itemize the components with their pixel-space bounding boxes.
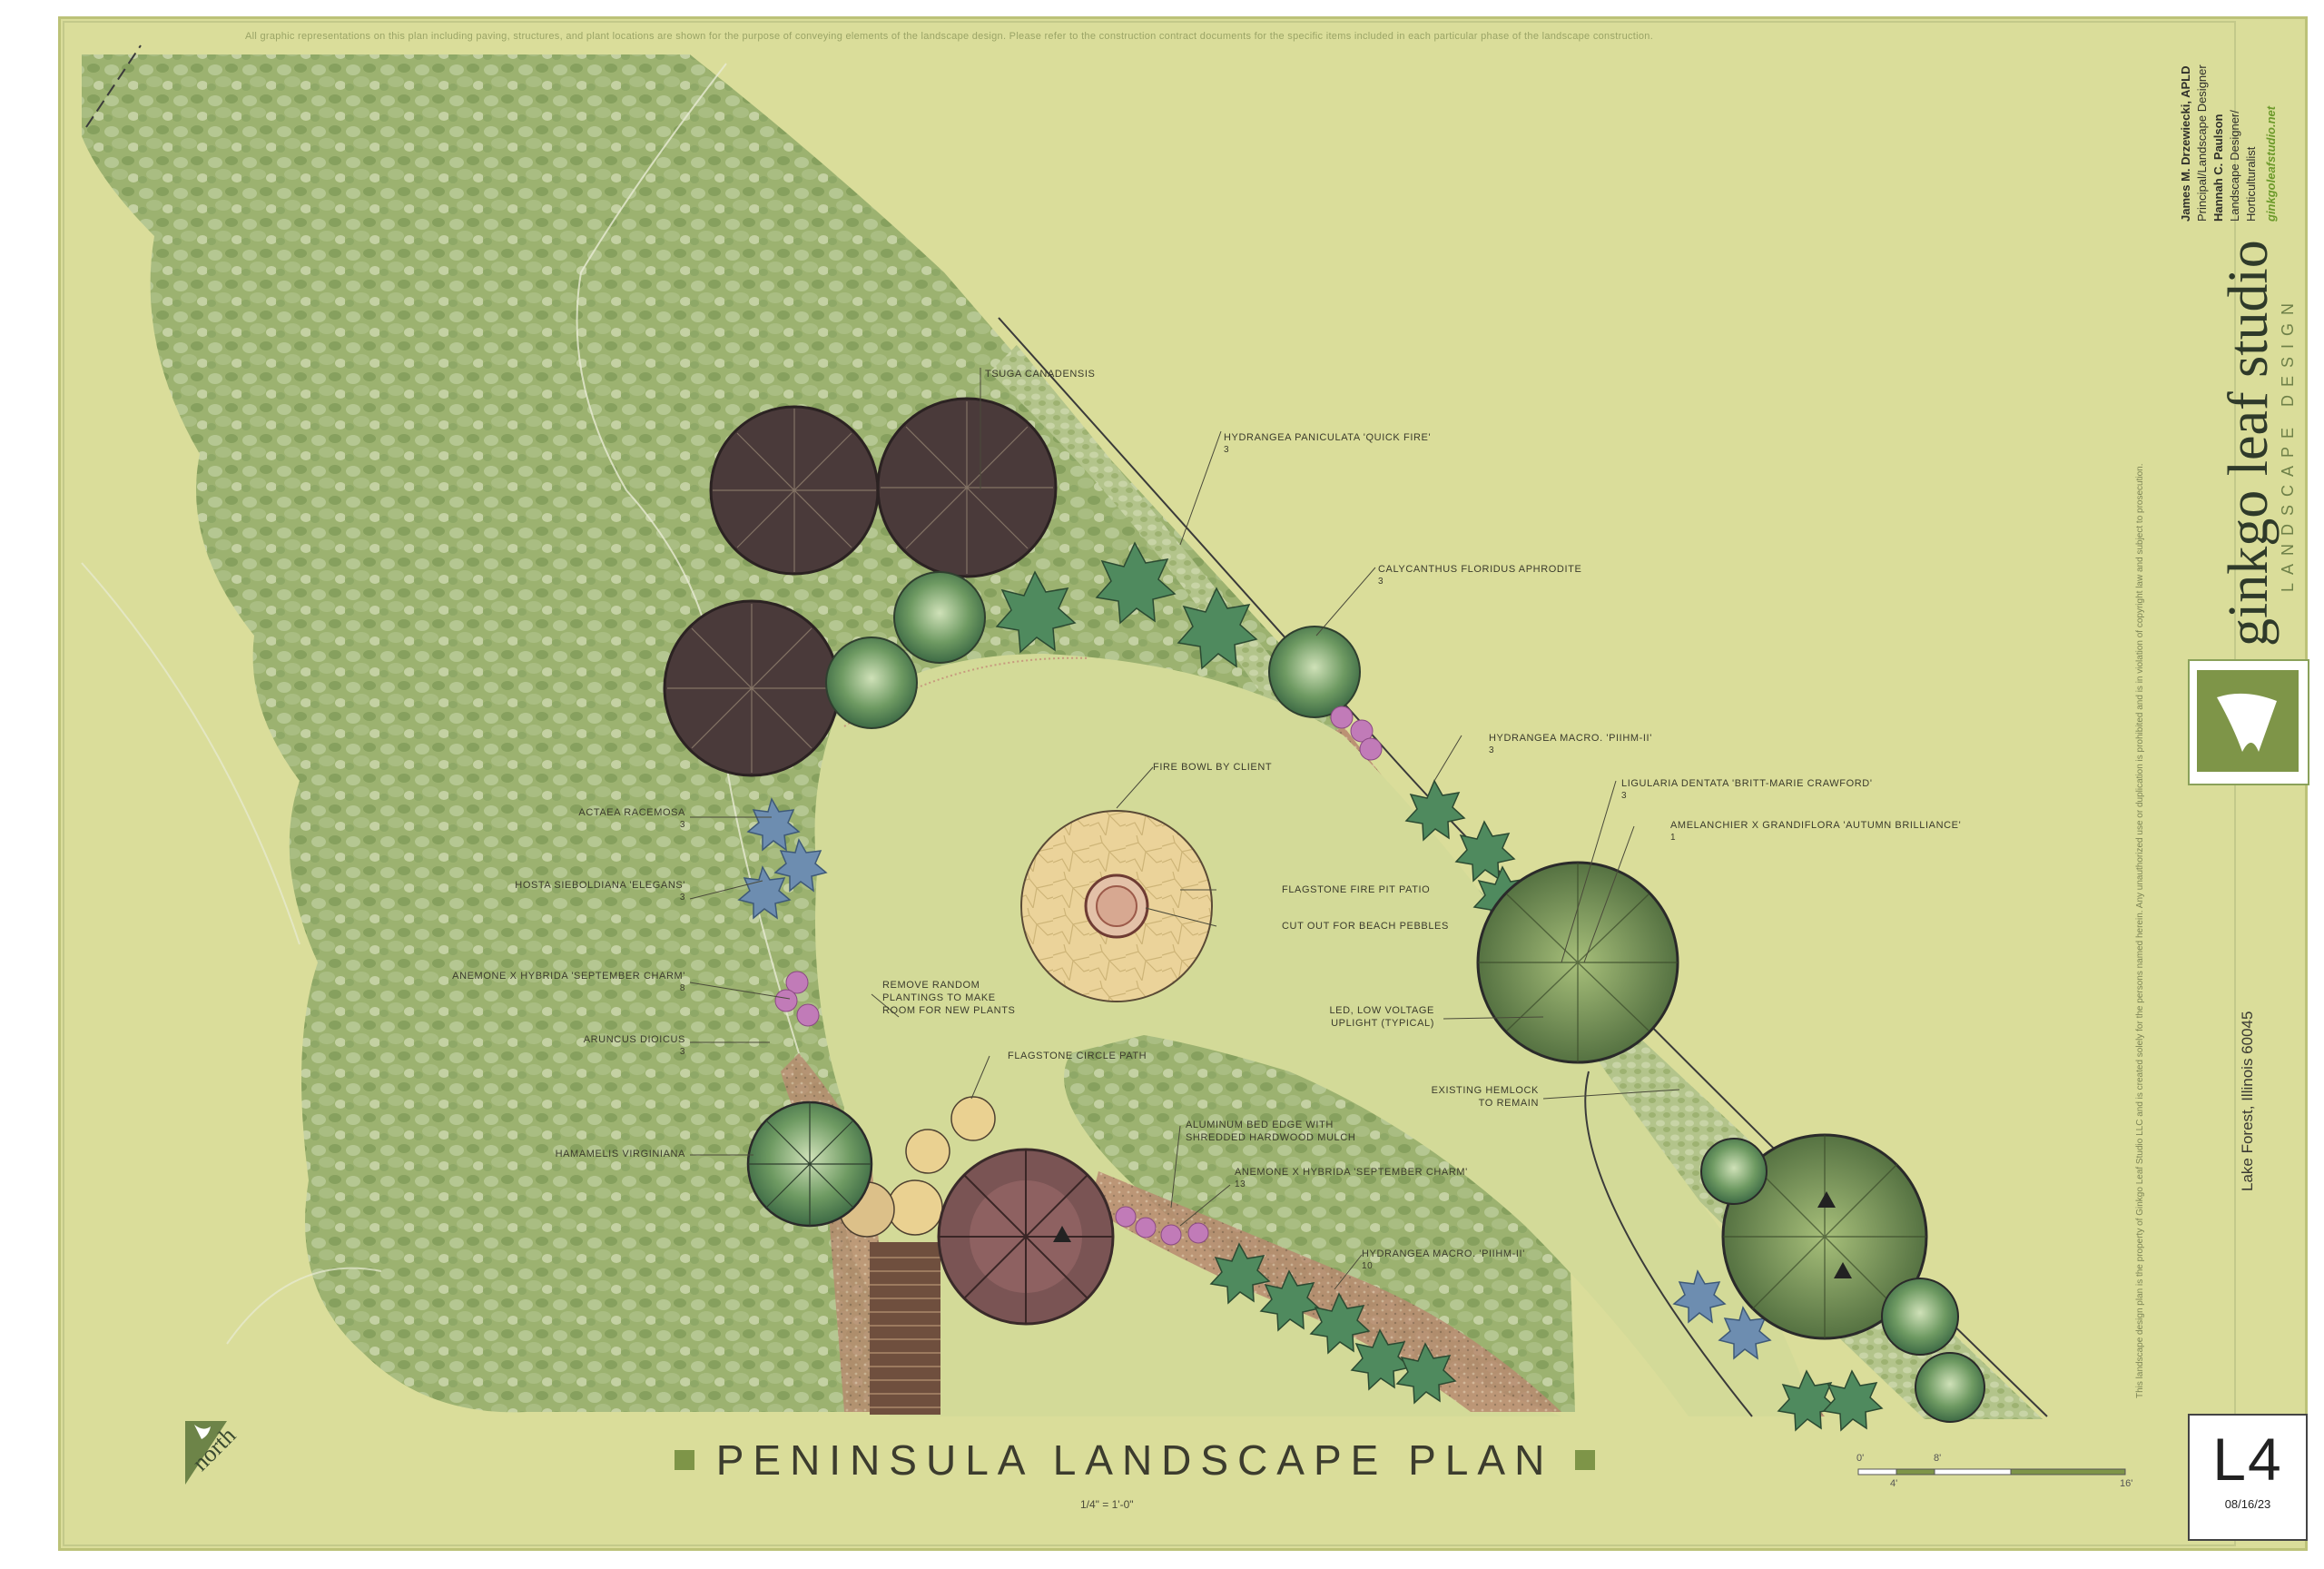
callout-flagstone-patio: FLAGSTONE FIRE PIT PATIO (1282, 884, 1431, 895)
website-link[interactable]: ginkgoleafstudio.net (2264, 105, 2278, 222)
graphic-scale-bar (1857, 1468, 2126, 1475)
hosta-actaea-plants (737, 797, 1772, 1360)
scale-label: 8' (1934, 1453, 1942, 1464)
existing-hemlock (1721, 1133, 1928, 1340)
scale-label: 0' (1856, 1453, 1865, 1464)
anemone-plants (774, 706, 1383, 1246)
wood-bridge (870, 1242, 940, 1415)
callout-hamamelis: HAMAMELIS VIRGINIANA (555, 1149, 685, 1159)
ligularia-tree (937, 1148, 1115, 1326)
flagstone-fire-pit-patio (1020, 810, 1213, 1002)
scale-note: 1/4" = 1'-0" (1080, 1498, 1134, 1511)
scale-label: 16' (2120, 1478, 2133, 1489)
callout-hydrangea-macro-lower: HYDRANGEA MACRO. 'PIIHM-II'10 (1362, 1248, 1525, 1271)
woodland-area (82, 54, 1575, 1413)
brand-subtitle: LANDSCAPE DESIGN (2279, 294, 2297, 592)
hydrangea-shrubs (995, 541, 1884, 1432)
sheet-number-box: L4 08/16/23 (2188, 1414, 2308, 1541)
callout-flagstone-path: FLAGSTONE CIRCLE PATH (1008, 1051, 1147, 1061)
rounded-shrubs (825, 571, 1361, 729)
scale-label: 4' (1890, 1478, 1898, 1489)
designer2-name: Hannah C. Paulson (2211, 113, 2225, 222)
title-bullet-icon (1575, 1450, 1596, 1470)
plan-title: PENINSULA LANDSCAPE PLAN (715, 1436, 1554, 1484)
callout-hydrangea-macro-upper: HYDRANGEA MACRO. 'PIIHM-II'3 (1489, 733, 1652, 755)
copyright-notice: This landscape design plan is the proper… (2135, 463, 2145, 1398)
designer1-name: James M. Drzewiecki, APLD (2179, 65, 2192, 222)
callout-leaders (689, 368, 1680, 1290)
plan-title-bar: PENINSULA LANDSCAPE PLAN (626, 1436, 1643, 1484)
ginkgo-logo-icon (2188, 659, 2309, 785)
designer2-role: Landscape Designer/ (2228, 110, 2241, 222)
designer2-role: Horticulturalist (2244, 146, 2258, 222)
callout-ligularia: LIGULARIA DENTATA 'BRITT-MARIE CRAWFORD'… (1621, 778, 1873, 801)
bridge-planks (870, 1257, 940, 1408)
designer1-role: Principal/Landscape Designer (2195, 64, 2209, 222)
callout-anemone-lower: ANEMONE X HYBRIDA 'SEPTEMBER CHARM'13 (1235, 1167, 1468, 1189)
sheet-date: 08/16/23 (2224, 1497, 2271, 1511)
north-arrow-icon (185, 1421, 227, 1485)
title-bullet-icon (674, 1450, 694, 1470)
callout-amelanchier: AMELANCHIER X GRANDIFLORA 'AUTUMN BRILLI… (1670, 820, 1962, 843)
project-location: Lake Forest, Illinois 60045 (2239, 1011, 2256, 1191)
disclaimer-text: All graphic representations on this plan… (245, 31, 1654, 42)
callout-hydrangea-quickfire: HYDRANGEA PANICULATA 'QUICK FIRE'3 (1224, 432, 1432, 455)
callout-anemone-left: ANEMONE X HYBRIDA 'SEPTEMBER CHARM'8 (452, 971, 685, 993)
amelanchier-tree (1476, 861, 1679, 1064)
brand-name: ginkgo leaf studio (2218, 240, 2280, 646)
small-tree (1700, 1138, 1985, 1423)
callout-fire-bowl: FIRE BOWL BY CLIENT (1153, 762, 1273, 773)
callout-hosta: HOSTA SIEBOLDIANA 'ELEGANS'3 (515, 880, 685, 903)
callout-tsuga: TSUGA CANADENSIS (985, 369, 1096, 380)
sheet-number: L4 (2212, 1426, 2283, 1493)
callout-beach-pebbles: CUT OUT FOR BEACH PEBBLES (1282, 921, 1449, 932)
hamamelis-tree (746, 1100, 873, 1228)
right-planting-strip (990, 345, 2043, 1419)
